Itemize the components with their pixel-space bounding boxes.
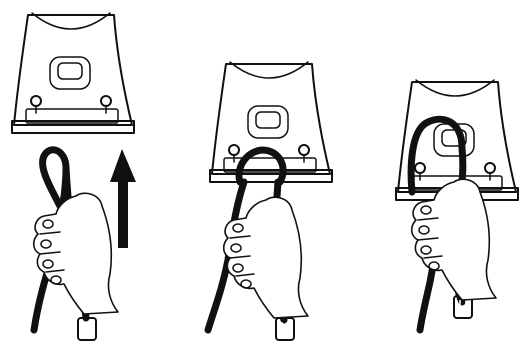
hand-icon — [32, 192, 119, 315]
step-1 — [11, 12, 136, 341]
arrow-up-icon — [110, 149, 136, 248]
step-2 — [204, 61, 333, 341]
device-bottom-icon — [11, 12, 135, 134]
step-3 — [395, 79, 519, 334]
device-bottom-icon — [209, 61, 333, 183]
hand-icon — [410, 178, 497, 301]
